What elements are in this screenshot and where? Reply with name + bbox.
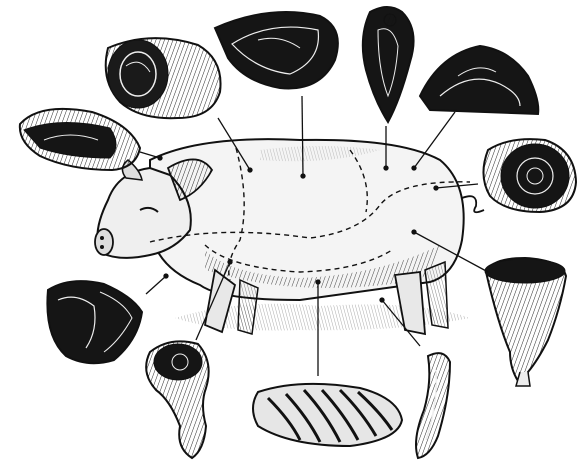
cut-bottom-right-bone <box>416 353 450 458</box>
cut-bottom-ribs <box>253 384 402 446</box>
cut-top-center-chop <box>215 12 338 88</box>
cut-upper-right-wedge <box>420 46 538 114</box>
cut-top-right-narrow <box>363 7 414 122</box>
cut-top-left-roll <box>106 38 221 118</box>
cut-lower-right-ham <box>485 258 566 386</box>
cut-lower-left-layers <box>47 281 142 363</box>
cut-bottom-left-hock <box>146 341 209 458</box>
cut-left-slab <box>20 109 140 170</box>
cut-right-round <box>483 139 576 212</box>
